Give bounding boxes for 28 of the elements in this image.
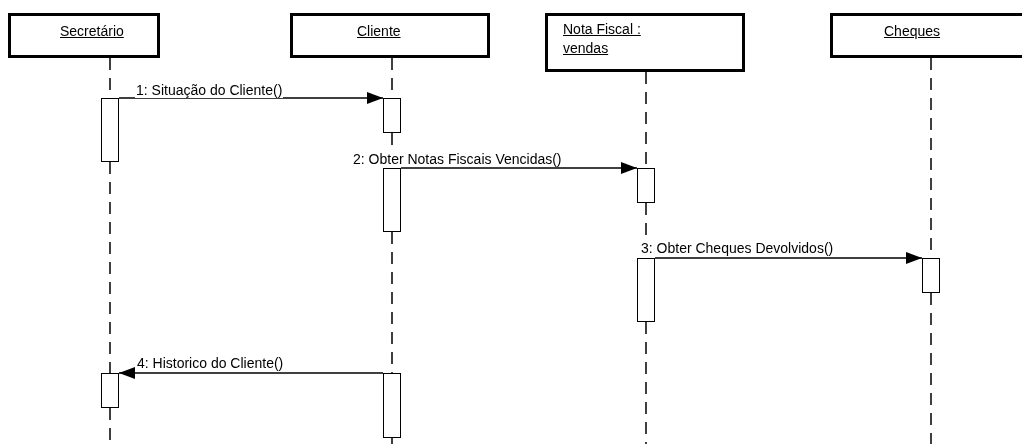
message-label: 2: Obter Notas Fiscais Vencidas()	[352, 151, 563, 167]
lifeline	[930, 292, 932, 444]
activation-bar	[101, 373, 119, 408]
activation-bar	[101, 98, 119, 162]
participant-name: Cheques	[884, 22, 942, 41]
participant-name: Cliente	[357, 22, 402, 41]
message-arrow	[654, 252, 923, 264]
message-label: 3: Obter Cheques Devolvidos()	[640, 240, 835, 256]
message-arrow	[118, 367, 384, 379]
activation-bar	[383, 168, 401, 232]
participant-name: Secretário	[60, 22, 125, 41]
message-arrow	[400, 162, 638, 174]
activation-bar	[922, 258, 940, 293]
participant-box	[545, 13, 745, 72]
participant-box	[8, 13, 160, 58]
lifeline	[645, 321, 647, 444]
message-label: 4: Historico do Cliente()	[136, 355, 285, 371]
activation-bar	[383, 98, 401, 133]
activation-bar	[637, 168, 655, 203]
participant-box	[290, 13, 490, 58]
activation-bar	[637, 258, 655, 322]
activation-bar	[383, 373, 401, 438]
message-arrow	[118, 92, 384, 104]
participant-box	[830, 13, 1022, 58]
lifeline	[109, 161, 111, 374]
participant-name: Nota Fiscal : vendas	[563, 20, 642, 58]
lifeline	[391, 437, 393, 444]
message-label: 1: Situação do Cliente()	[135, 82, 284, 98]
